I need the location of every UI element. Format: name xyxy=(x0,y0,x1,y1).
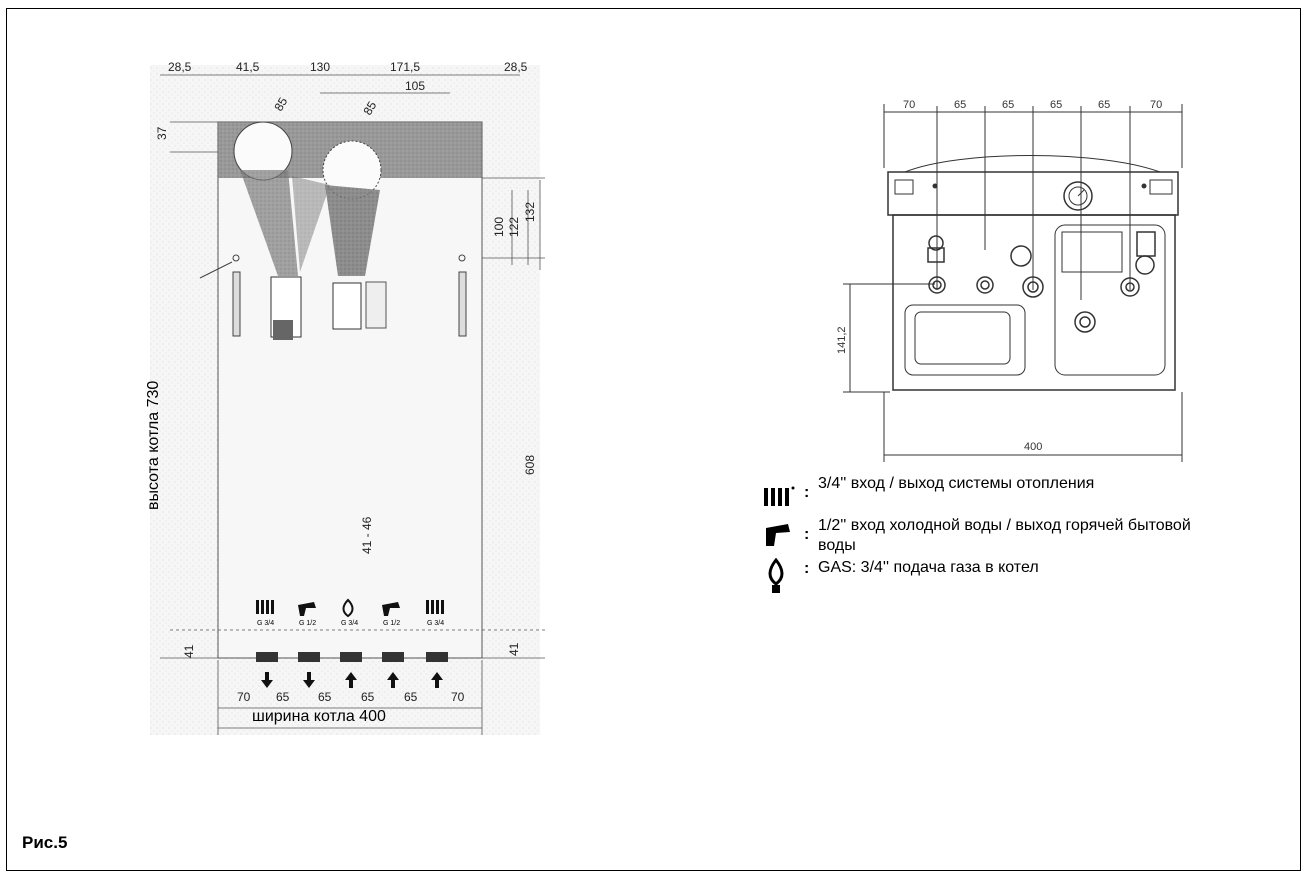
rdim-top-4: 65 xyxy=(1050,99,1062,111)
connector-label-2: G 1/2 xyxy=(299,620,316,627)
dim-bottom-2: 65 xyxy=(276,690,290,704)
connection-legend: : 3/4'' вход / выход системы отопления :… xyxy=(762,474,1222,600)
dim-bottom-1: 70 xyxy=(237,690,251,704)
dim-sub-105: 105 xyxy=(405,79,425,93)
dim-bottom-4: 65 xyxy=(361,690,375,704)
dim-angle-1: 85 xyxy=(271,95,290,114)
dim-right-122: 122 xyxy=(507,217,521,237)
installation-template-drawing: G 3/4 G 1/2 G 3/4 G 1/2 G 3/4 28,5 41,5 … xyxy=(145,60,545,735)
rdim-top-6: 70 xyxy=(1150,99,1162,111)
dim-right-608: 608 xyxy=(523,455,537,475)
legend-colon: : xyxy=(804,526,810,543)
dim-right-132: 132 xyxy=(523,202,537,222)
connector-row xyxy=(256,598,448,688)
connector-dhw-out xyxy=(298,602,320,688)
connector-label-1: G 3/4 xyxy=(257,620,274,627)
boiler-height-label: высота котла 730 xyxy=(145,381,162,510)
connector-heating-out xyxy=(256,600,278,688)
dim-bottom-5: 65 xyxy=(404,690,418,704)
connector-gas xyxy=(340,598,362,688)
legend-colon: : xyxy=(804,484,810,501)
connector-heating-in xyxy=(426,600,448,688)
dim-top-1: 28,5 xyxy=(168,60,192,74)
rdim-top-1: 70 xyxy=(903,99,915,111)
rdim-left: 141,2 xyxy=(836,326,848,354)
legend-item-heating: : 3/4'' вход / выход системы отопления xyxy=(762,474,1222,514)
dim-top-5: 28,5 xyxy=(504,60,528,74)
legend-item-gas: : GAS: 3/4'' подача газа в котел xyxy=(762,558,1222,598)
rdim-top-2: 65 xyxy=(954,99,966,111)
dim-bottom-6: 70 xyxy=(451,690,465,704)
dim-left-37: 37 xyxy=(155,126,169,140)
boiler-bottom-view-drawing xyxy=(843,104,1183,462)
legend-text-heating: 3/4'' вход / выход системы отопления xyxy=(818,475,1095,492)
rdim-top-3: 65 xyxy=(1002,99,1014,111)
dim-angle-2: 85 xyxy=(360,99,379,118)
connector-cold-in xyxy=(382,602,404,688)
radiator-icon xyxy=(764,486,795,506)
dim-bottom-3: 65 xyxy=(318,690,332,704)
dim-bottom-left-41: 41 xyxy=(182,644,196,658)
dim-center-range: 41 - 46 xyxy=(360,516,374,554)
boiler-dims-text: 70 65 65 65 65 70 141,2 400 xyxy=(836,99,1162,453)
dim-right-100: 100 xyxy=(492,217,506,237)
legend-text-gas: GAS: 3/4'' подача газа в котел xyxy=(818,559,1039,576)
legend-item-water: : 1/2'' вход холодной воды / выход горяч… xyxy=(762,516,1222,556)
gas-flame-icon xyxy=(768,558,784,593)
figure-label: Рис.5 xyxy=(22,833,68,852)
rdim-bottom: 400 xyxy=(1024,441,1042,453)
legend-text-water: 1/2'' вход холодной воды / выход горячей… xyxy=(818,517,1191,554)
dim-bottom-right-41: 41 xyxy=(507,642,521,656)
rdim-top-5: 65 xyxy=(1098,99,1110,111)
dim-top-3: 130 xyxy=(310,60,330,74)
connector-label-5: G 3/4 xyxy=(427,620,444,627)
connector-label-3: G 3/4 xyxy=(341,620,358,627)
legend-colon: : xyxy=(804,560,810,577)
page-frame xyxy=(6,8,1301,871)
connector-label-4: G 1/2 xyxy=(383,620,400,627)
dim-top-4: 171,5 xyxy=(390,60,420,74)
boiler-width-label: ширина котла 400 xyxy=(252,708,386,725)
dim-top-2: 41,5 xyxy=(236,60,260,74)
faucet-icon xyxy=(766,524,790,546)
